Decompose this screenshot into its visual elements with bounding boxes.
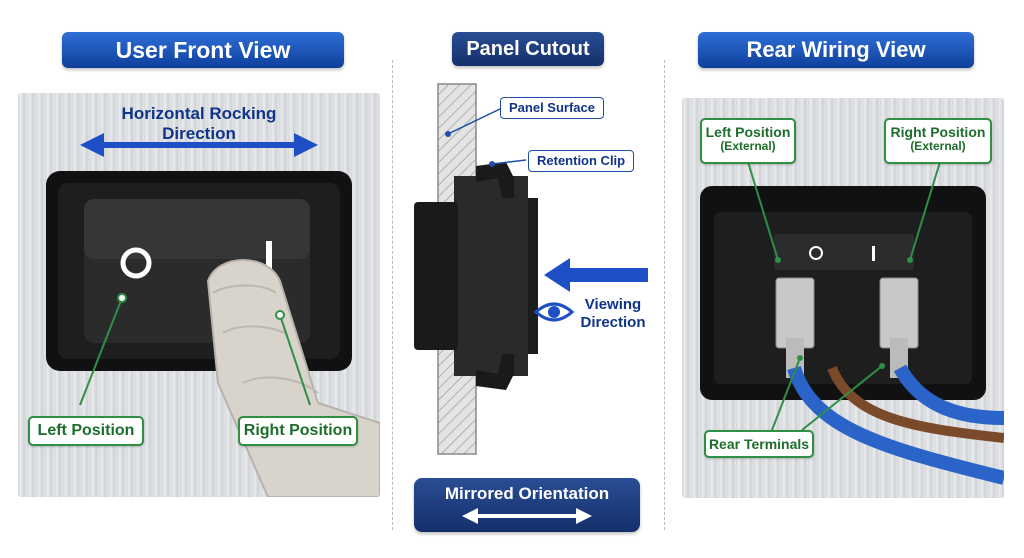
switch-rocker-front [414,202,458,350]
mirrored-arrow-icon [462,508,592,524]
rear-view-photo [682,98,1004,498]
right-position-label: Right Position [238,416,358,446]
front-view-title-text: User Front View [115,37,291,63]
wire-brown [827,365,1004,443]
cutout-title-text: Panel Cutout [466,38,590,60]
bottom-clip [476,354,514,390]
off-symbol [120,247,152,279]
cutout-title: Panel Cutout [452,32,604,66]
rear-switch-illustration [700,161,1004,485]
rear-right-position-line2: (External) [910,139,966,154]
top-clip [476,162,514,198]
mirrored-orientation-box: Mirrored Orientation [414,478,640,532]
right-position-text: Right Position [243,422,353,439]
left-terminal [775,277,815,349]
rear-left-position-line1: Left Position [705,124,791,140]
viewing-arrow [544,258,570,292]
viewing-direction-line2: Direction [580,314,646,331]
wire-blue-2 [893,364,1004,425]
front-view-title: User Front View [62,32,344,68]
left-position-label: Left Position [28,416,144,446]
left-position-text: Left Position [37,422,135,439]
right-terminal [879,277,919,349]
panel-surface-label: Panel Surface [500,97,604,119]
viewing-direction-label: Viewing Direction [578,296,648,332]
switch-body [454,176,528,376]
rear-terminals-label: Rear Terminals [704,430,814,458]
rear-off-symbol [809,246,823,260]
on-symbol [266,241,272,273]
panel-surface-text: Panel Surface [509,100,595,115]
rear-left-position-line2: (External) [720,139,776,154]
eye-icon [533,302,575,322]
retention-clip-label: Retention Clip [528,150,635,172]
cutout-illustration [414,83,648,455]
mirrored-orientation-text: Mirrored Orientation [444,484,610,503]
rear-right-position-label: Right Position (External) [884,118,992,164]
wire-blue-1 [787,365,1004,485]
viewing-direction-line1: Viewing [584,296,642,313]
retention-clip-text: Retention Clip [537,153,626,168]
rear-right-position-line1: Right Position [890,124,986,140]
rear-view-title-text: Rear Wiring View [746,37,926,62]
rocking-direction-label: Horizontal Rocking Direction [121,104,277,143]
separator-right [664,60,665,530]
separator-left [392,60,393,530]
rear-left-position-label: Left Position (External) [700,118,796,164]
rear-terminals-text: Rear Terminals [708,436,810,452]
rear-view-title: Rear Wiring View [698,32,974,68]
rear-on-symbol [872,246,875,261]
